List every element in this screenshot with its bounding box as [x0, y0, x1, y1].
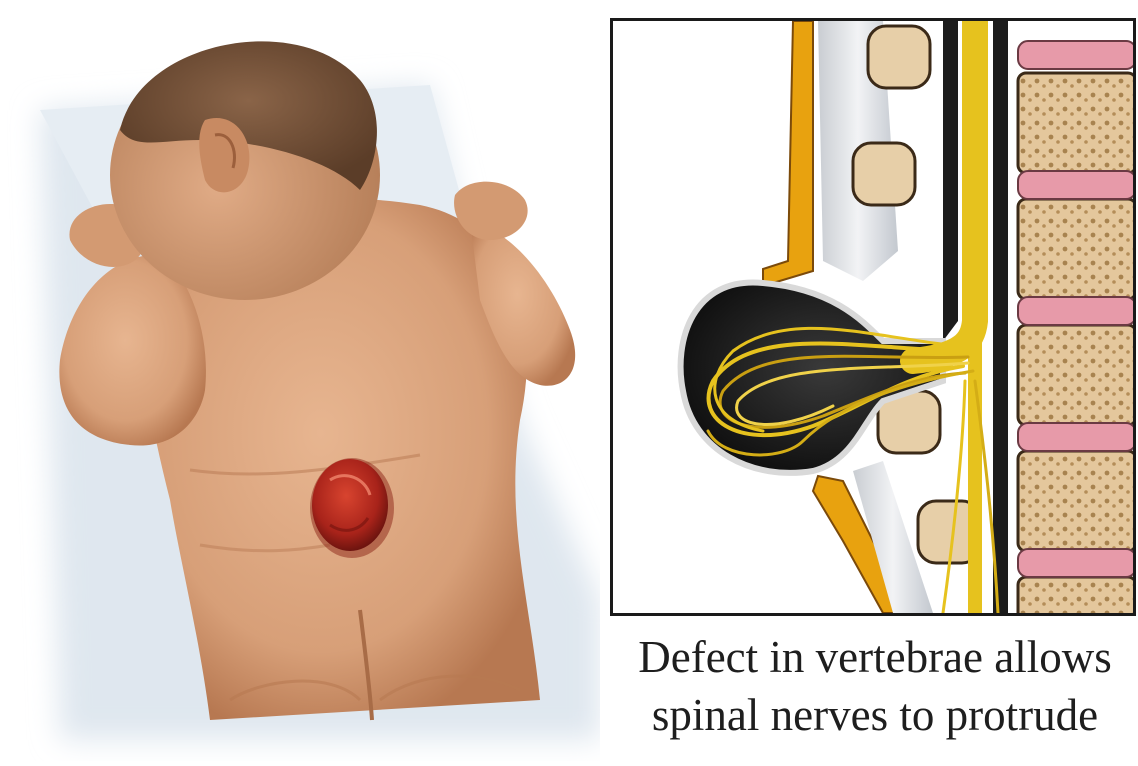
dura-posterior — [943, 21, 958, 341]
sac-lesion — [310, 458, 394, 558]
dura-anterior — [993, 21, 1008, 613]
vertebral-bodies — [1018, 73, 1133, 613]
infant-back-illustration — [0, 0, 600, 761]
fat-layer — [763, 21, 813, 283]
spinal-cross-section-illustration — [613, 21, 1133, 613]
figure-caption: Defect in vertebrae allows spinal nerves… — [612, 628, 1138, 744]
caption-line-1: Defect in vertebrae allows — [612, 628, 1138, 686]
spine-cross-section-panel — [610, 18, 1136, 616]
infant-illustration — [0, 0, 600, 761]
caption-line-2: spinal nerves to protrude — [612, 686, 1138, 744]
